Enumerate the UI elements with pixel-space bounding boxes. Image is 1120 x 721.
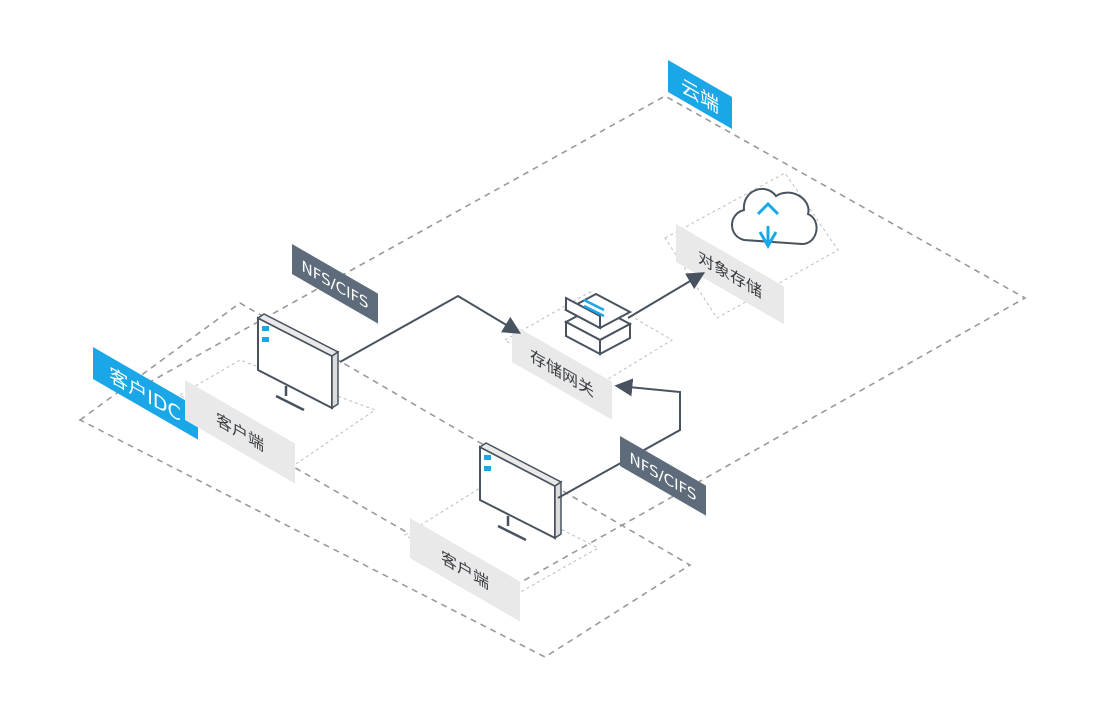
monitor-icon-2 — [478, 442, 563, 542]
client-node-2: 客户端 — [404, 442, 600, 622]
cloud-zone-tag: 云端 — [668, 60, 732, 129]
link-client1-gateway — [339, 294, 522, 363]
gateway-server-icon — [563, 292, 633, 356]
link-gateway-objectstorage — [627, 272, 706, 319]
monitor-icon-1 — [256, 313, 340, 412]
storage-gateway-node: 存储网关 — [504, 291, 673, 420]
client-node-1: 客户端 — [179, 313, 377, 484]
link-client2-gateway — [557, 378, 681, 499]
idc-zone-boundary — [78, 302, 692, 658]
protocol-tag-1: NFS/CIFS — [292, 244, 378, 324]
protocol-tag-2: NFS/CIFS — [620, 436, 706, 516]
cloud-zone-boundary — [146, 95, 1027, 591]
cloud-upload-icon — [731, 188, 818, 250]
object-storage-node: 对象存储 — [664, 172, 839, 325]
